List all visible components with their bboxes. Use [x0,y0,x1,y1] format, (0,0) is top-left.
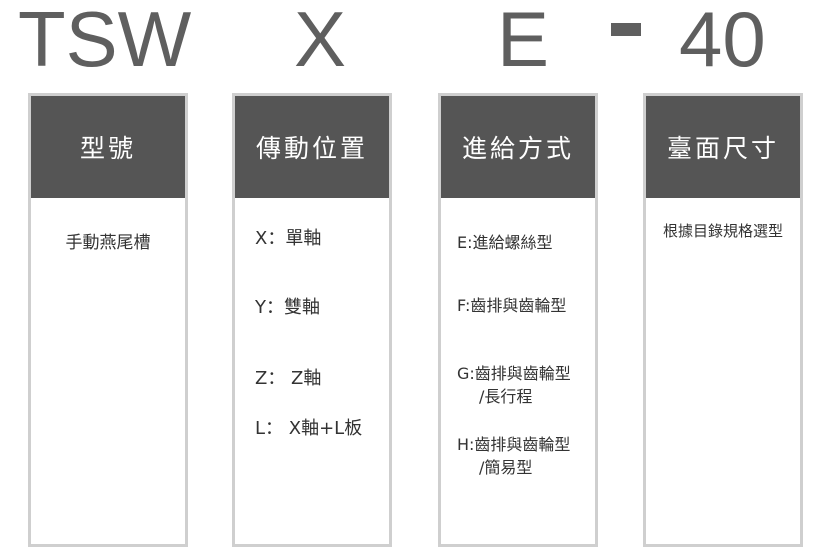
column-header: 進給方式 [441,96,595,198]
code-axis: X [294,0,347,83]
drive-item-l: L： X軸+L板 [255,418,363,439]
column-header: 傳動位置 [235,96,389,198]
feed-item-h-note: /簡易型 [479,458,533,477]
feed-item-h: H:齒排與齒輪型 [457,435,571,454]
code-series: TSW [18,0,192,83]
drive-item-y: Y：雙軸 [255,297,320,318]
drive-item-x: X：單軸 [255,228,322,249]
column-header: 臺面尺寸 [646,96,800,198]
column-feed-method: 進給方式 E:進給螺絲型 F:齒排與齒輪型 G:齒排與齒輪型 /長行程 H:齒排… [438,93,598,547]
feed-item-e: E:進給螺絲型 [457,233,553,252]
feed-item-g-note: /長行程 [479,387,533,406]
code-feed: E [497,0,550,83]
size-item: 根據目錄規格選型 [662,222,783,240]
feed-item-f: F:齒排與齒輪型 [457,296,567,315]
feed-item-g: G:齒排與齒輪型 [457,364,571,383]
model-item: 手動燕尾槽 [65,233,151,253]
column-header: 型號 [31,96,185,198]
model-code: TSW X E 40 [0,0,823,84]
column-model: 型號 手動燕尾槽 [28,93,188,547]
code-dash [611,23,641,36]
column-table-size: 臺面尺寸 根據目錄規格選型 [643,93,803,547]
column-drive-position: 傳動位置 X：單軸 Y：雙軸 Z： Z軸 L： X軸+L板 [232,93,392,547]
code-size: 40 [679,0,766,83]
drive-item-z: Z： Z軸 [255,368,322,389]
